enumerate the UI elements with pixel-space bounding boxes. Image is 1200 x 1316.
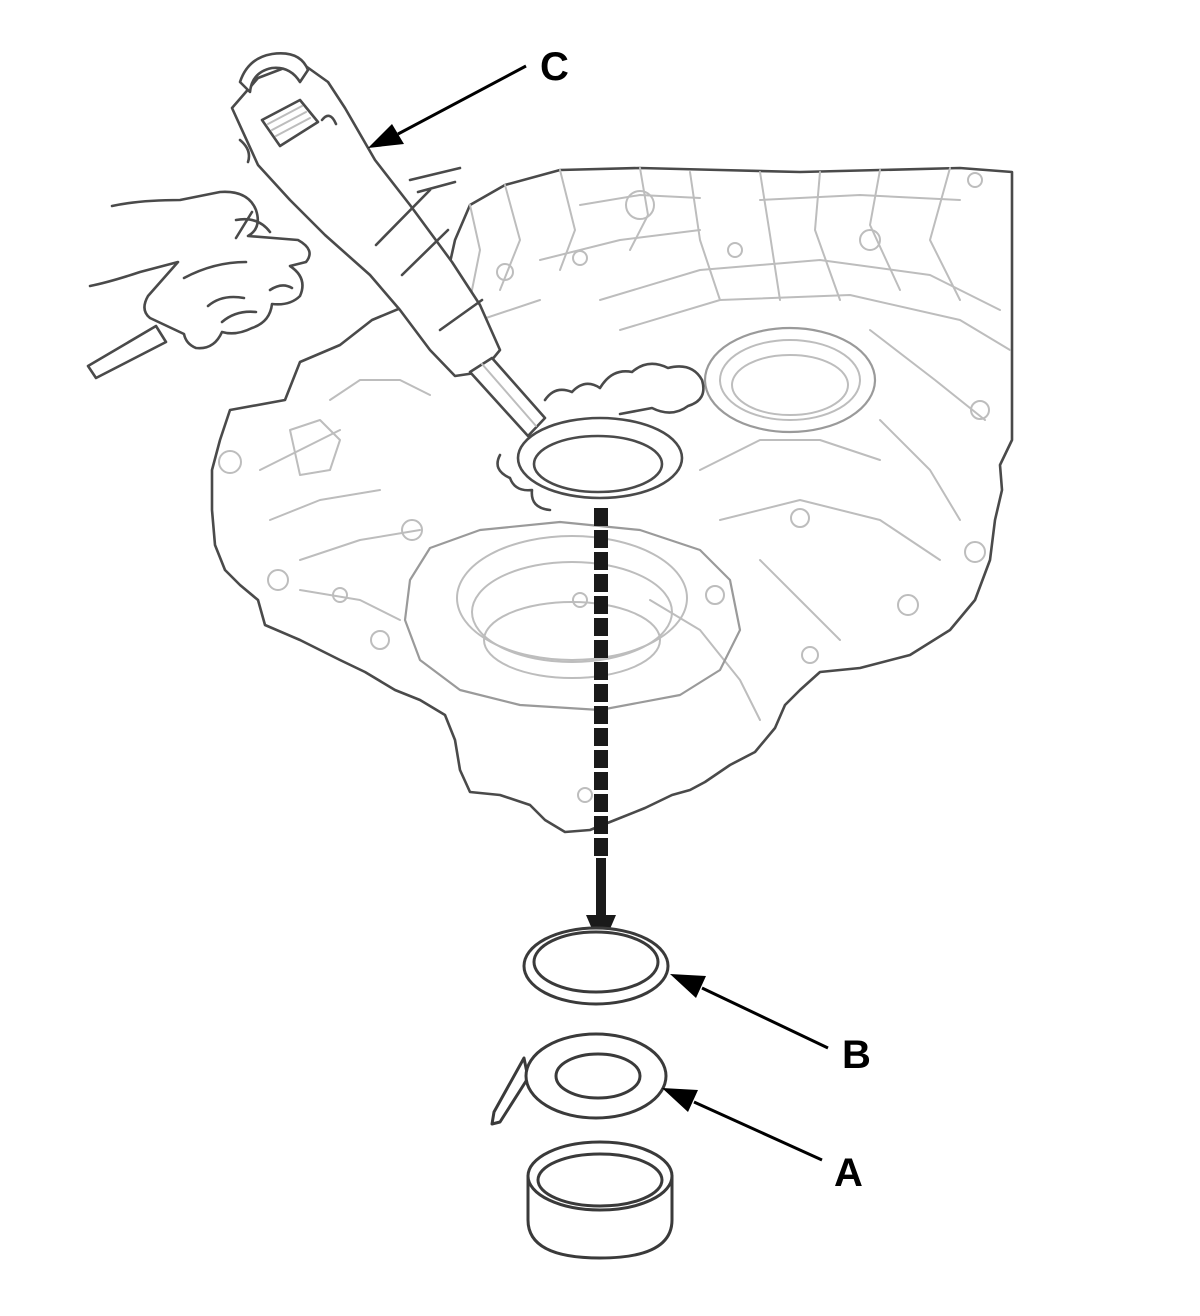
arrow-dash	[594, 750, 608, 768]
arrow-dash	[594, 618, 608, 636]
oil-guide-plate	[490, 1032, 668, 1126]
arrow-dash	[594, 530, 608, 548]
arrow-dash	[594, 508, 608, 526]
arrow-dash	[594, 816, 608, 834]
leader-line-a	[693, 1100, 823, 1162]
callout-a: A	[662, 1088, 863, 1195]
leader-line-c	[397, 64, 527, 136]
callout-label-b: B	[842, 1033, 871, 1077]
installer-collar	[526, 1140, 674, 1260]
driver-tool	[230, 52, 547, 438]
hand	[86, 166, 462, 380]
callout-b: B	[670, 974, 871, 1077]
arrow-dash	[594, 640, 608, 658]
arrow-dash	[594, 772, 608, 790]
arrow-dash	[594, 662, 608, 680]
arrow-dash	[594, 596, 608, 614]
callout-c: C	[368, 45, 569, 148]
callout-label-c: C	[540, 45, 569, 89]
arrowhead-b	[670, 974, 706, 998]
arrow-dash	[594, 838, 608, 856]
oil-seal	[522, 926, 670, 1006]
callout-label-a: A	[834, 1151, 863, 1195]
arrowhead-c	[368, 124, 404, 148]
arrowhead-a	[662, 1088, 698, 1112]
arrow-dash	[594, 728, 608, 746]
transmission-housing	[210, 166, 1014, 834]
arrow-shaft	[596, 858, 606, 918]
arrow-dash	[594, 794, 608, 812]
arrow-dash	[594, 684, 608, 702]
arrow-dash	[594, 706, 608, 724]
arrow-dash	[594, 552, 608, 570]
arrow-dash	[594, 574, 608, 592]
leader-line-b	[701, 986, 829, 1050]
